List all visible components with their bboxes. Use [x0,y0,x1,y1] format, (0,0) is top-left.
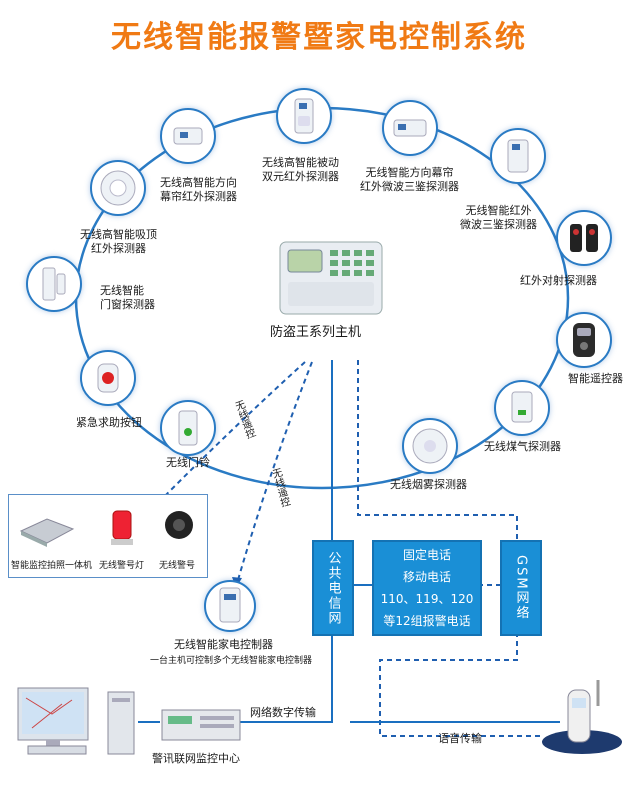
monitor-server-icon [161,709,241,741]
label-gas: 无线煤气探测器 [484,440,561,453]
gas-detector-icon [511,391,533,423]
remote-link-1 [154,361,306,507]
host-label: 防盗王系列主机 [270,325,362,340]
net-digital-label: 网络数字传输 [250,706,316,719]
alarm-light-icon [111,510,133,545]
phone-item-2: 110、119、120 [380,592,474,606]
line-gsm-phone [379,632,540,737]
remote-control-icon [573,323,595,357]
node-gas [494,380,550,436]
beam-detector-icon [570,224,598,252]
diagram-title: 无线智能报警暨家电控制系统 [111,20,527,55]
public-telecom-box: 公共电信网 [312,540,354,636]
node-pir-ceiling [90,160,146,216]
node-curtain-pir [160,108,216,164]
peripheral-label-1: 无线警号灯 [99,561,145,571]
node-triple-curtain [382,100,438,156]
label-triple-curtain: 无线智能方向幕帘红外微波三鉴探测器 [360,166,459,193]
peripheral-label-2: 无线警号 [159,561,196,571]
node-smoke [402,418,458,474]
panic-button-icon [97,363,119,393]
camera-unit-icon [19,518,75,547]
label-door-window: 无线智能门窗探测器 [100,284,155,311]
label-remote: 智能遥控器 [568,372,623,385]
label-passive-pir: 无线高智能被动双元红外探测器 [262,156,339,183]
node-panic [80,350,136,406]
node-doorbell [160,400,216,456]
label-triple-ir-mw: 无线智能红外微波三鉴探测器 [460,204,537,231]
phone-item-1: 移动电话 [402,570,451,584]
appliance-controller-label: 无线智能家电控制器 [174,638,273,651]
remote-link-2 [237,361,313,581]
monitor-center-unit [160,706,242,744]
appliance-controller-sub: 一台主机可控制多个无线智能家电控制器 [150,656,313,666]
computer-icon [17,687,135,755]
triple-curtain-detector-icon [393,119,427,137]
peripheral-panel: 智能监控拍照一体机 无线警号灯 无线警号 [8,494,208,578]
phone-item-3: 等12组报警电话 [383,614,471,628]
phone-item-0: 固定电话 [402,548,451,562]
peripheral-label-0: 智能监控拍照一体机 [11,561,93,571]
node-passive-pir [276,88,332,144]
line-host-gsm [357,360,518,545]
triple-detector-icon [507,139,529,173]
door-window-sensor-icon [42,267,66,301]
node-door-window [26,256,82,312]
smoke-detector-icon [412,428,448,464]
label-curtain-pir: 无线高智能方向幕帘红外探测器 [160,176,237,203]
doorbell-icon [178,410,198,446]
label-pir-ceiling: 无线高智能吸顶红外探测器 [80,228,157,255]
appliance-controller-icon [219,587,241,623]
node-beam [556,210,612,266]
node-triple-ir-mw [490,128,546,184]
phone-list-box: 固定电话 移动电话 110、119、120 等12组报警电话 [372,540,482,636]
cordless-phone-icon [542,680,622,754]
node-appliance-controller [204,580,256,632]
pir-detector-icon [294,98,314,134]
telephone [536,676,628,758]
ceiling-detector-icon [100,170,136,206]
gsm-box: GSM网络 [500,540,542,636]
curtain-detector-icon [173,127,203,145]
label-panic: 紧急求助按钮 [76,416,142,429]
label-doorbell: 无线门铃 [166,456,210,469]
siren-icon [165,511,193,539]
label-beam: 红外对射探测器 [520,274,597,287]
line-telecom-center [240,632,333,723]
pc-workstation [12,684,142,760]
label-smoke: 无线烟雾探测器 [390,478,467,491]
host-unit [276,234,386,318]
node-remote [556,312,612,368]
voice-label: 语音传输 [438,732,482,745]
monitor-center-label: 警讯联网监控中心 [152,752,240,765]
alarm-host-icon [279,241,383,315]
